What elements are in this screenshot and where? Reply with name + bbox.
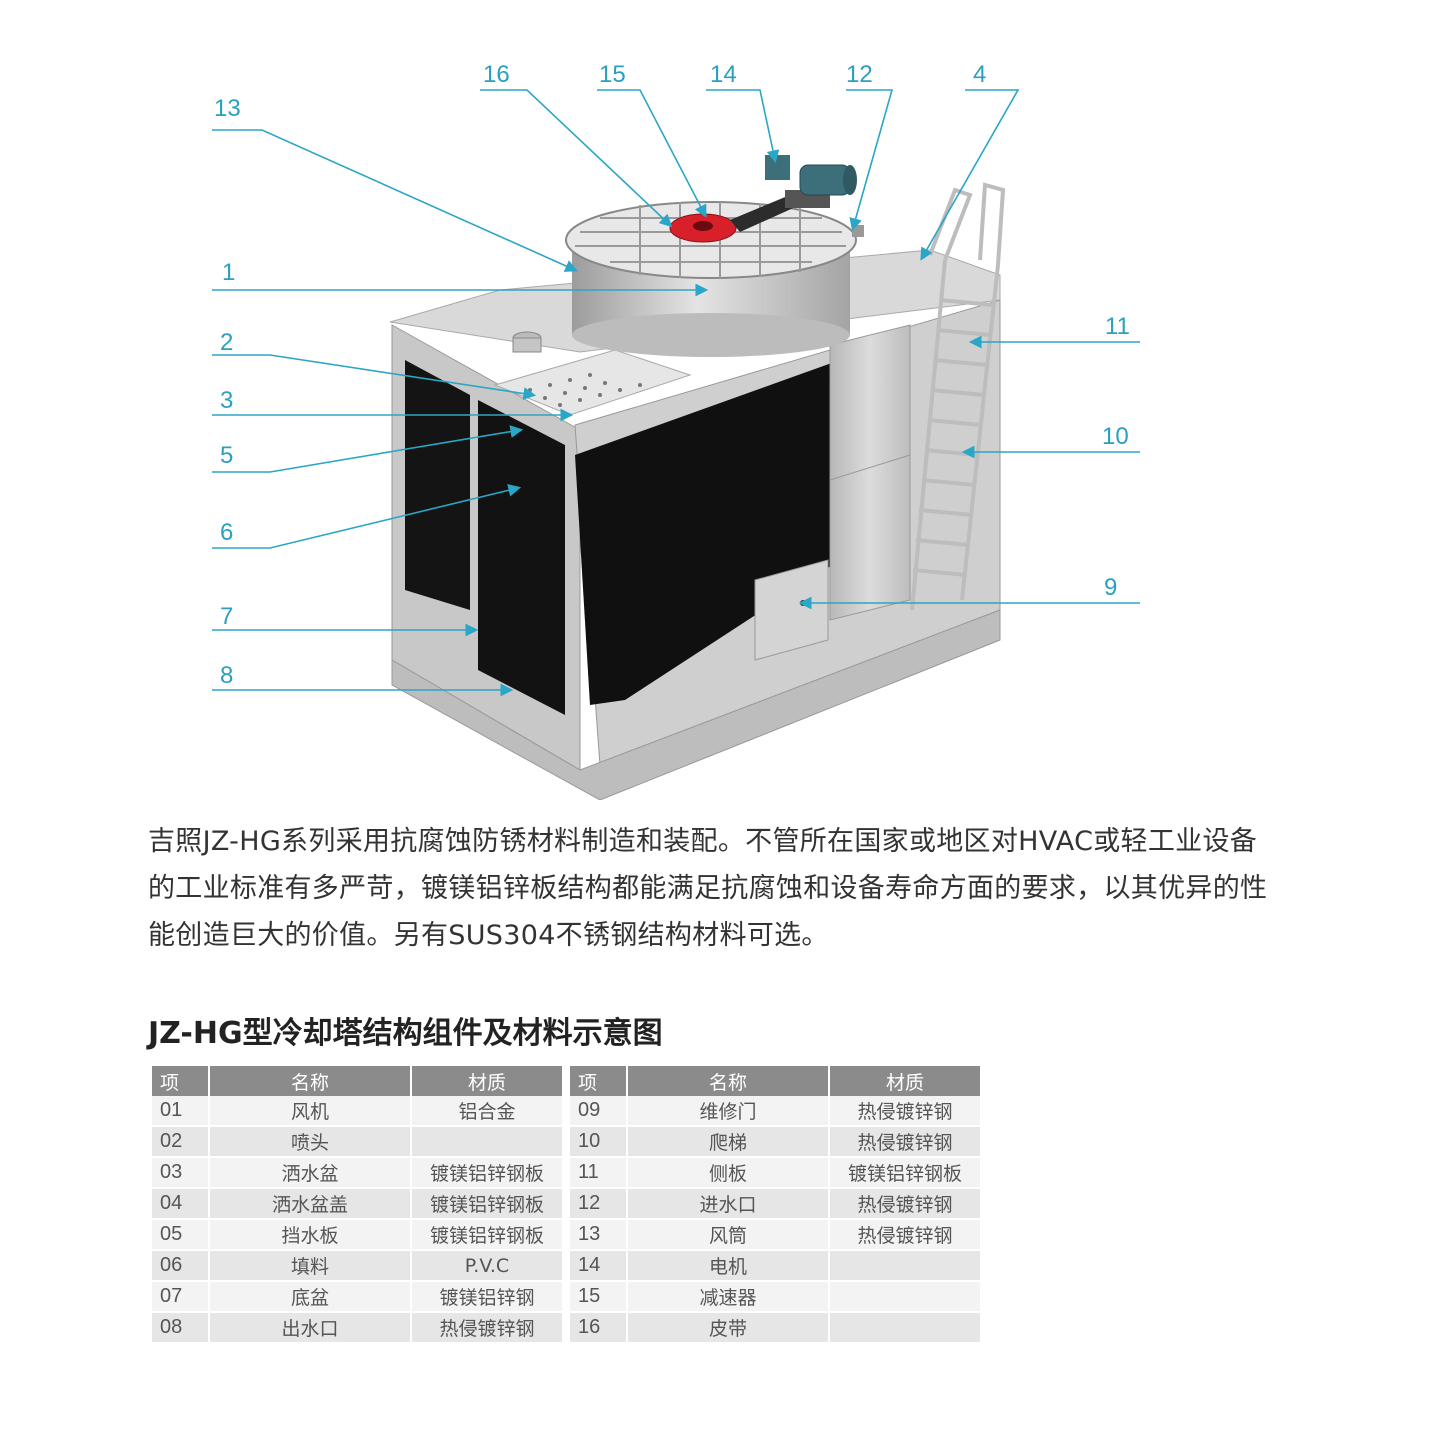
- item-material: [829, 1281, 981, 1312]
- item-no: 09: [570, 1096, 627, 1126]
- item-material: [829, 1312, 981, 1343]
- item-material: [411, 1126, 563, 1157]
- intro-paragraph: 吉照JZ-HG系列采用抗腐蚀防锈材料制造和装配。不管所在国家或地区对HVAC或轻…: [148, 818, 1278, 959]
- fill-media-left-2: [478, 400, 565, 715]
- item-material: 镀镁铝锌钢板: [411, 1219, 563, 1250]
- item-material: P.V.C: [411, 1250, 563, 1281]
- item-name: 维修门: [627, 1096, 829, 1126]
- callout-4: 4: [973, 61, 986, 88]
- header-material: 材质: [411, 1066, 563, 1096]
- item-no: 05: [152, 1219, 209, 1250]
- item-name: 底盆: [209, 1281, 411, 1312]
- item-no: 12: [570, 1188, 627, 1219]
- table-row: 06填料P.V.C: [152, 1250, 563, 1281]
- item-name: 风机: [209, 1096, 411, 1126]
- item-name: 皮带: [627, 1312, 829, 1343]
- item-no: 06: [152, 1250, 209, 1281]
- item-no: 02: [152, 1126, 209, 1157]
- item-name: 爬梯: [627, 1126, 829, 1157]
- header-material: 材质: [829, 1066, 981, 1096]
- item-no: 13: [570, 1219, 627, 1250]
- item-no: 11: [570, 1157, 627, 1188]
- fill-media-left: [405, 360, 470, 610]
- item-no: 10: [570, 1126, 627, 1157]
- item-material: 热侵镀锌钢: [829, 1126, 981, 1157]
- item-material: 热侵镀锌钢: [829, 1219, 981, 1250]
- item-name: 洒水盆盖: [209, 1188, 411, 1219]
- table-header-row: 项 名称 材质: [152, 1066, 563, 1096]
- callout-2: 2: [220, 329, 233, 356]
- item-name: 进水口: [627, 1188, 829, 1219]
- header-item: 项: [570, 1066, 627, 1096]
- callout-15: 15: [599, 61, 626, 88]
- callout-6: 6: [220, 519, 233, 546]
- callout-11: 11: [1105, 313, 1130, 340]
- item-material: 热侵镀锌钢: [829, 1096, 981, 1126]
- item-no: 04: [152, 1188, 209, 1219]
- item-name: 侧板: [627, 1157, 829, 1188]
- item-material: [829, 1250, 981, 1281]
- item-name: 喷头: [209, 1126, 411, 1157]
- header-name: 名称: [627, 1066, 829, 1096]
- item-material: 镀镁铝锌钢板: [411, 1157, 563, 1188]
- callout-9: 9: [1104, 574, 1117, 601]
- item-material: 镀镁铝锌钢板: [829, 1157, 981, 1188]
- callout-8: 8: [220, 662, 233, 689]
- callout-10: 10: [1102, 423, 1129, 450]
- item-no: 15: [570, 1281, 627, 1312]
- item-no: 07: [152, 1281, 209, 1312]
- item-name: 出水口: [209, 1312, 411, 1343]
- item-name: 电机: [627, 1250, 829, 1281]
- item-material: 热侵镀锌钢: [829, 1188, 981, 1219]
- callout-3: 3: [220, 387, 233, 414]
- callout-7: 7: [220, 603, 233, 630]
- item-name: 减速器: [627, 1281, 829, 1312]
- item-name: 挡水板: [209, 1219, 411, 1250]
- table-title: JZ-HG型冷却塔结构组件及材料示意图: [148, 1008, 663, 1052]
- item-material: 镀镁铝锌钢: [411, 1281, 563, 1312]
- header-name: 名称: [209, 1066, 411, 1096]
- item-material: 镀镁铝锌钢板: [411, 1188, 563, 1219]
- item-material: 热侵镀锌钢: [411, 1312, 563, 1343]
- callout-5: 5: [220, 442, 233, 469]
- callout-12: 12: [846, 61, 873, 88]
- side-panel: [830, 325, 910, 620]
- item-no: 01: [152, 1096, 209, 1126]
- header-item: 项: [152, 1066, 209, 1096]
- fan-stack: [566, 155, 864, 357]
- cooling-tower-diagram: 13 1 2 3 5 6 7 8 16 15 14 12 4 11 10 9: [0, 0, 1440, 800]
- item-no: 16: [570, 1312, 627, 1343]
- callout-13: 13: [214, 95, 241, 122]
- callout-16: 16: [483, 61, 510, 88]
- item-no: 03: [152, 1157, 209, 1188]
- item-material: 铝合金: [411, 1096, 563, 1126]
- item-no: 14: [570, 1250, 627, 1281]
- item-name: 填料: [209, 1250, 411, 1281]
- item-name: 洒水盆: [209, 1157, 411, 1188]
- callout-1: 1: [222, 259, 235, 286]
- table-header-row: 项 名称 材质: [570, 1066, 981, 1096]
- callout-14: 14: [710, 61, 737, 88]
- item-no: 08: [152, 1312, 209, 1343]
- item-name: 风筒: [627, 1219, 829, 1250]
